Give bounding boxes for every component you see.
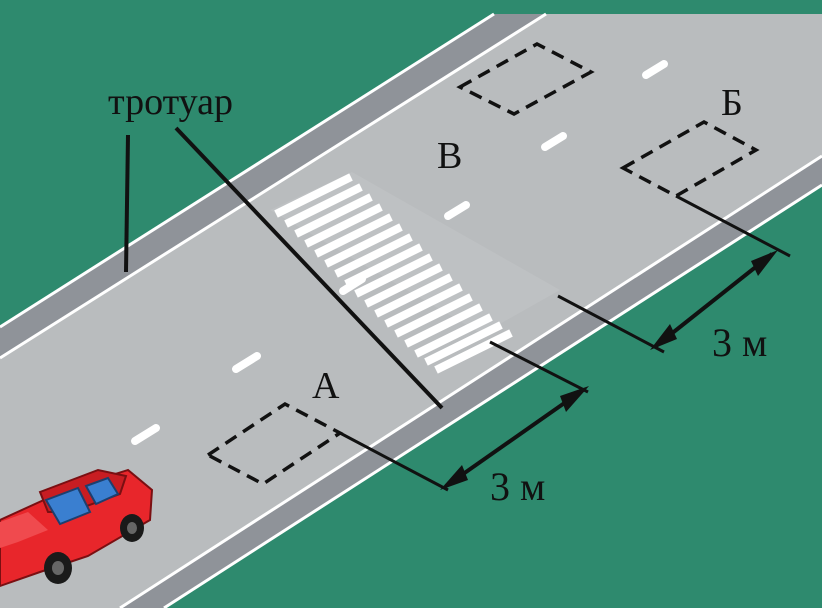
distance-lower-label: 3 м <box>490 464 545 509</box>
sidewalk-label: тротуар <box>108 81 233 123</box>
distance-upper-label: 3 м <box>712 320 767 365</box>
extension-line-a <box>339 431 449 492</box>
parking-spot-v <box>456 42 595 116</box>
dimension-arrow-lower <box>440 386 589 490</box>
extension-line-crossing-upper <box>557 294 665 354</box>
upper-sidewalk-edge <box>0 12 495 329</box>
point-a-label: А <box>312 365 340 407</box>
dimension-arrow-upper <box>650 250 778 350</box>
point-b-label: Б <box>721 82 743 124</box>
extension-line-b <box>675 194 791 258</box>
lower-sidewalk-edge <box>163 183 822 608</box>
upper-curb-line <box>0 12 547 360</box>
sidewalk-pointer-line <box>124 134 130 273</box>
point-v-label: В <box>437 135 462 177</box>
lower-curb-line <box>119 154 822 608</box>
crossing-area <box>270 172 560 334</box>
pedestrian-crossing <box>274 173 513 374</box>
extension-line-crossing-lower <box>489 340 589 394</box>
parking-spot-b <box>619 120 760 198</box>
sidewalk-pointer-diagonal <box>174 126 444 410</box>
car-icon <box>0 468 154 588</box>
